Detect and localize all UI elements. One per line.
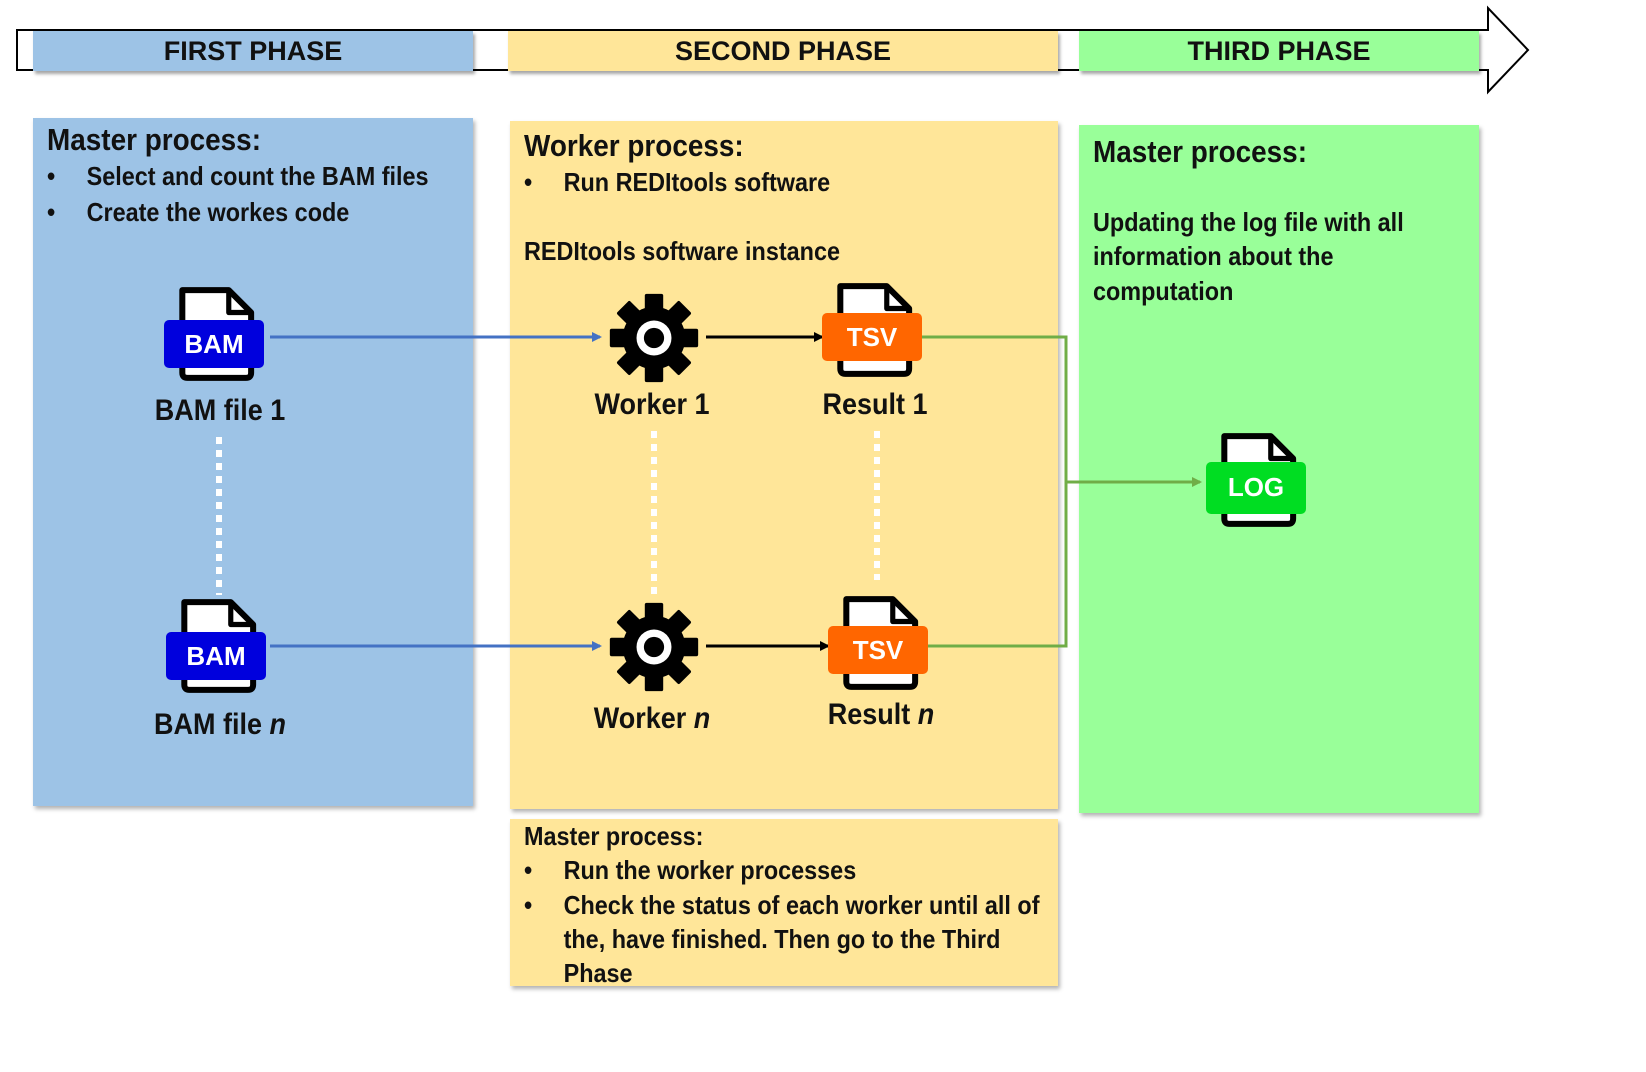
- result-n-label: Result n: [791, 698, 971, 732]
- worker-1-label: Worker 1: [594, 388, 710, 421]
- line-result1-to-merge: [922, 335, 1068, 648]
- first-phase-label: FIRST PHASE: [33, 31, 473, 71]
- result-1-tsv-icon: TSV: [822, 286, 922, 374]
- bam-badge-text: BAM: [186, 641, 245, 671]
- second-panel-bullets: Run REDItools software: [524, 164, 864, 200]
- instance-label: REDItools software instance: [524, 236, 840, 266]
- third-panel-text-line: Updating the log file with all: [1093, 207, 1404, 237]
- third-panel-text-line: information about the: [1093, 241, 1334, 271]
- worker-n-gear-icon: [609, 602, 699, 692]
- third-phase-label: THIRD PHASE: [1079, 31, 1479, 71]
- first-panel-bullet: Select and count the BAM files: [47, 158, 429, 194]
- log-badge-text: LOG: [1228, 472, 1284, 502]
- worker-n-prefix: Worker: [593, 702, 694, 735]
- bam-file-1-label: BAM file 1: [154, 394, 286, 427]
- result-n-prefix: Result: [827, 698, 918, 731]
- result-n-italic: n: [917, 698, 935, 731]
- second-master-bullets: Run the worker processes Check the statu…: [524, 852, 1104, 990]
- bam-file-n-prefix: BAM file: [153, 708, 270, 741]
- third-panel-title: Master process:: [1093, 134, 1308, 169]
- second-phase-label: SECOND PHASE: [508, 31, 1058, 71]
- second-master-bullet: Run the worker processes: [524, 852, 1046, 888]
- first-panel-bullet: Create the workes code: [47, 194, 429, 230]
- second-master-title: Master process:: [524, 821, 704, 851]
- worker-n-label: Worker n: [562, 702, 742, 736]
- second-master-bullet: Check the status of each worker until al…: [524, 888, 1046, 990]
- first-panel-title: Master process:: [47, 122, 262, 157]
- worker-n-italic: n: [693, 702, 711, 735]
- bam-file-n-icon: BAM: [166, 602, 266, 690]
- third-panel-text-line: computation: [1093, 276, 1234, 306]
- tsv-badge-text: TSV: [853, 635, 904, 665]
- result-1-label: Result 1: [822, 388, 928, 421]
- bam-badge-text: BAM: [184, 329, 243, 359]
- first-panel-bullets: Select and count the BAM files Create th…: [47, 158, 471, 230]
- tsv-badge-text: TSV: [847, 322, 898, 352]
- bam-file-1-icon: BAM: [164, 290, 264, 378]
- result-n-tsv-icon: TSV: [828, 599, 928, 687]
- worker-1-gear-icon: [609, 293, 699, 383]
- second-panel-title: Worker process:: [524, 128, 744, 163]
- log-file-icon: LOG: [1206, 436, 1306, 524]
- second-phase-panel: [510, 121, 1058, 809]
- bam-file-n-italic: n: [269, 708, 286, 741]
- bam-file-n-label: BAM file n: [130, 708, 310, 742]
- second-panel-bullet: Run REDItools software: [524, 164, 830, 200]
